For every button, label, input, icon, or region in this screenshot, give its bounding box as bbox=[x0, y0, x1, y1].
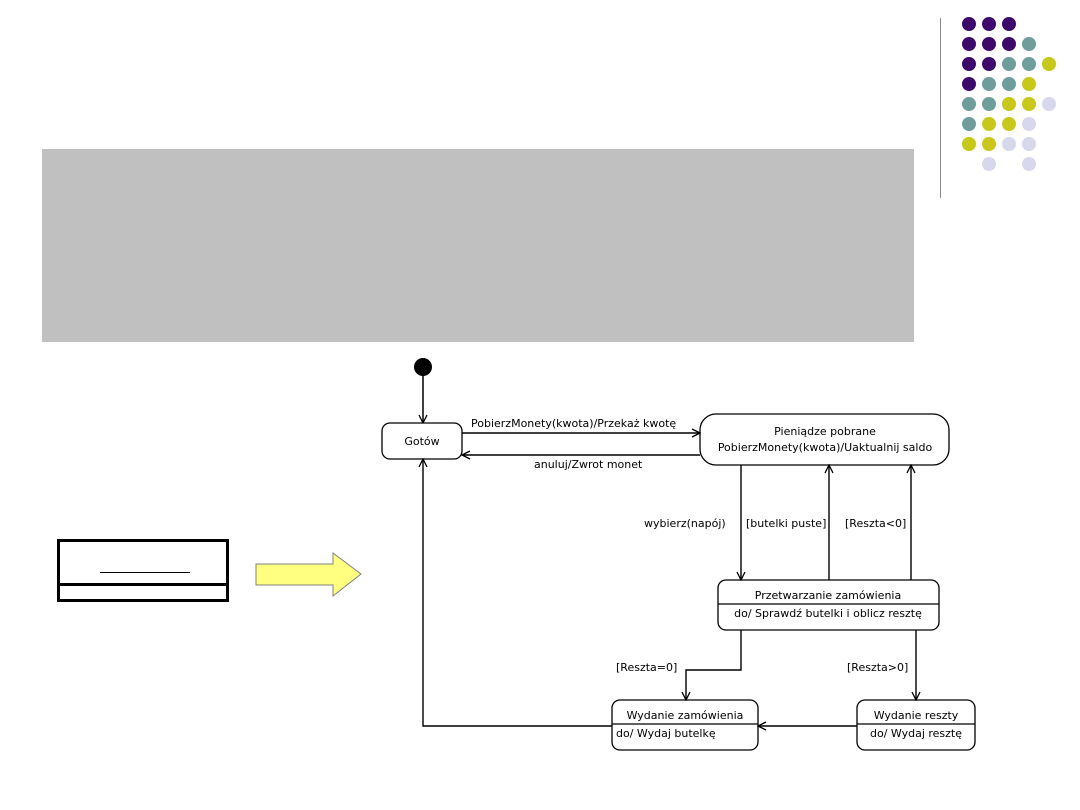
decorative-dot bbox=[962, 57, 976, 71]
decorative-dot bbox=[1002, 17, 1016, 31]
state-pieniadze-title: Pieniądze pobrane bbox=[774, 425, 876, 438]
state-wydanie-zamowienia: Wydanie zamówienia do/ Wydaj butelkę bbox=[611, 699, 759, 751]
state-przetwarzanie-action: do/ Sprawdź butelki i oblicz resztę bbox=[734, 607, 922, 620]
decorative-dot bbox=[982, 37, 996, 51]
state-compartment-divider bbox=[60, 583, 226, 586]
decorative-dot bbox=[1022, 117, 1036, 131]
decorative-dot bbox=[1002, 57, 1016, 71]
decorative-dot bbox=[982, 137, 996, 151]
decorative-dot bbox=[1002, 117, 1016, 131]
uml-state-symbol bbox=[57, 539, 229, 602]
decorative-dot bbox=[1022, 57, 1036, 71]
decorative-dot bbox=[962, 17, 976, 31]
decorative-dot bbox=[1022, 37, 1036, 51]
decorative-dot bbox=[1002, 77, 1016, 91]
yellow-arrow-icon bbox=[255, 552, 365, 602]
transition-reszta-eq0-label: [Reszta=0] bbox=[616, 661, 677, 674]
state-pieniadze-pobrane: Pieniądze pobrane PobierzMonety(kwota)/U… bbox=[699, 413, 950, 466]
initial-state-dot bbox=[414, 358, 432, 376]
decorative-dot bbox=[1002, 97, 1016, 111]
state-wydanie-zam-action: do/ Wydaj butelkę bbox=[616, 727, 716, 740]
decorative-dot bbox=[982, 117, 996, 131]
decorative-dot bbox=[1022, 77, 1036, 91]
transition-reszta-eq0 bbox=[686, 630, 742, 700]
transition-anuluj-label: anuluj/Zwrot monet bbox=[534, 458, 643, 471]
decorative-dot bbox=[1022, 157, 1036, 171]
state-wydanie-zam-title: Wydanie zamówienia bbox=[627, 709, 744, 722]
decorative-dot bbox=[982, 57, 996, 71]
decorative-dot bbox=[1042, 97, 1056, 111]
state-przetwarzanie-title: Przetwarzanie zamówienia bbox=[755, 589, 901, 602]
transition-butelki-puste-label: [butelki puste] bbox=[746, 517, 826, 530]
decorative-dot bbox=[962, 37, 976, 51]
decorative-dot bbox=[1022, 137, 1036, 151]
state-gotow: Gotów bbox=[381, 422, 463, 460]
state-przetwarzanie: Przetwarzanie zamówienia do/ Sprawdź but… bbox=[717, 579, 940, 631]
state-wydanie-reszty-action: do/ Wydaj resztę bbox=[870, 727, 962, 740]
state-wydanie-reszty: Wydanie reszty do/ Wydaj resztę bbox=[856, 699, 976, 751]
title-placeholder-banner bbox=[42, 149, 914, 342]
transition-back-to-gotow bbox=[423, 459, 612, 727]
decorative-dot bbox=[962, 97, 976, 111]
decorative-dot bbox=[1042, 57, 1056, 71]
transition-pobierz-label: PobierzMonety(kwota)/Przekaż kwotę bbox=[471, 417, 676, 430]
vertical-divider-line bbox=[940, 18, 941, 198]
state-gotow-label: Gotów bbox=[404, 435, 439, 448]
state-name-underline bbox=[100, 572, 190, 573]
decorative-dot bbox=[982, 77, 996, 91]
transition-reszta-lt0-label: [Reszta<0] bbox=[845, 517, 906, 530]
decorative-dot bbox=[962, 117, 976, 131]
decorative-dot bbox=[962, 137, 976, 151]
decorative-dot bbox=[982, 157, 996, 171]
transition-wybierz-label: wybierz(napój) bbox=[644, 517, 726, 530]
decorative-dot bbox=[1002, 37, 1016, 51]
decorative-dot bbox=[1002, 137, 1016, 151]
decorative-dot bbox=[1022, 97, 1036, 111]
transition-reszta-gt0-label: [Reszta>0] bbox=[847, 661, 908, 674]
decorative-dot bbox=[962, 77, 976, 91]
decorative-dot bbox=[982, 97, 996, 111]
state-wydanie-reszty-title: Wydanie reszty bbox=[874, 709, 959, 722]
state-pieniadze-action: PobierzMonety(kwota)/Uaktualnij saldo bbox=[718, 441, 933, 454]
decorative-dot bbox=[982, 17, 996, 31]
